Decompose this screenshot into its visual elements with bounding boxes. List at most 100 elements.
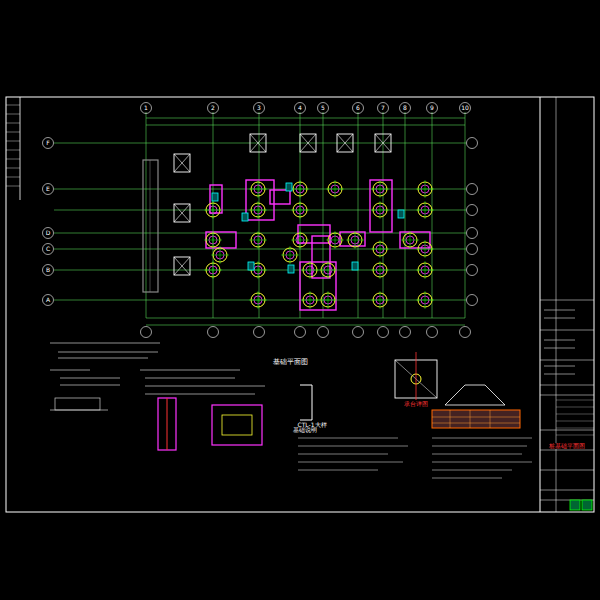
binding-strip-line xyxy=(6,123,20,124)
pile-centerline xyxy=(258,261,259,279)
table-rule xyxy=(470,410,471,428)
note-text-stroke xyxy=(432,462,532,463)
pile-symbol xyxy=(204,201,222,219)
pile-centerline xyxy=(410,231,411,249)
pile-centerline xyxy=(425,201,426,219)
axis-label: B xyxy=(46,267,50,273)
pile-centerline xyxy=(213,261,214,279)
note-text-stroke xyxy=(298,462,403,463)
title-block-line xyxy=(540,385,594,386)
binding-strip-line xyxy=(6,168,20,169)
pile-symbol xyxy=(249,291,267,309)
pile-cap-cross xyxy=(174,204,190,222)
pile-symbol xyxy=(371,291,389,309)
title-block-line xyxy=(540,470,594,471)
pile-symbol xyxy=(291,201,309,219)
note-text-stroke xyxy=(298,470,378,471)
pile-symbol xyxy=(401,231,419,249)
pile-symbol xyxy=(204,231,222,249)
axis-bubble xyxy=(43,184,54,195)
grid-line xyxy=(213,112,214,318)
axis-bubble xyxy=(460,327,471,338)
sheet-frame xyxy=(6,97,594,512)
axis-bubble xyxy=(467,205,478,216)
title-block-line xyxy=(540,395,594,396)
note-text-stroke xyxy=(298,438,398,439)
pile-cap-outline xyxy=(174,204,190,222)
axis-bubble xyxy=(318,103,329,114)
pile-symbol xyxy=(371,240,389,258)
axis-label: 2 xyxy=(211,105,215,111)
dimension-line xyxy=(146,325,465,326)
pile-cap-outline xyxy=(375,134,391,152)
table-rule xyxy=(490,410,491,428)
pile-symbol xyxy=(346,231,364,249)
cap-axis xyxy=(416,352,417,400)
pile-cap-cross xyxy=(375,134,391,152)
pile-centerline xyxy=(380,201,381,219)
axis-bubble xyxy=(318,327,329,338)
title-block-line xyxy=(540,360,594,361)
pile-cap-cross xyxy=(375,134,391,152)
axis-bubble xyxy=(353,103,364,114)
axis-bubble xyxy=(295,103,306,114)
note-text-stroke xyxy=(432,470,512,471)
pile-symbol xyxy=(211,246,229,264)
pile-symbol xyxy=(326,231,344,249)
grid-line xyxy=(259,112,260,318)
table-rule xyxy=(432,417,520,418)
binding-strip-line xyxy=(6,132,20,133)
pile-cap-cross xyxy=(337,134,353,152)
pile-cap xyxy=(337,134,353,152)
title-block-line xyxy=(540,330,594,331)
pile-centerline xyxy=(328,261,329,279)
axis-label: F xyxy=(46,140,49,146)
axis-label: 7 xyxy=(381,105,385,111)
wall-strip-axis xyxy=(150,160,151,292)
pile-centerline xyxy=(380,180,381,198)
section-mark xyxy=(286,183,292,191)
axis-bubble xyxy=(208,103,219,114)
note-text-stroke xyxy=(432,438,532,439)
table-rule xyxy=(432,423,520,424)
title-text-stroke xyxy=(544,366,575,367)
axis-bubble xyxy=(400,327,411,338)
axis-bubble xyxy=(141,103,152,114)
grid-line xyxy=(405,112,406,318)
title-stamp xyxy=(582,500,592,510)
grid-line xyxy=(465,112,466,318)
drawing-label: 基础说明 xyxy=(292,427,318,433)
pile-symbol xyxy=(249,261,267,279)
axis-bubble xyxy=(427,103,438,114)
pile-symbol xyxy=(416,180,434,198)
title-text-stroke xyxy=(544,318,575,319)
wall-joint-inner xyxy=(222,415,252,435)
pile-cap-cross xyxy=(250,134,266,152)
binding-strip-line xyxy=(6,159,20,160)
pile-centerline xyxy=(380,261,381,279)
axis-bubble xyxy=(43,265,54,276)
title-block-row xyxy=(556,400,594,401)
pile-cap xyxy=(375,134,391,152)
title-block-line xyxy=(540,450,594,451)
section-mark xyxy=(212,193,218,201)
binding-strip xyxy=(20,97,21,200)
title-text-stroke xyxy=(544,340,575,341)
note-text-stroke xyxy=(58,352,158,353)
pile-centerline xyxy=(258,201,259,219)
dimension-line xyxy=(146,318,465,319)
pile-centerline xyxy=(380,240,381,258)
note-text-stroke xyxy=(140,370,240,371)
axis-bubble xyxy=(467,244,478,255)
pile-symbol xyxy=(249,231,267,249)
grid-line xyxy=(323,112,324,318)
note-text-stroke xyxy=(432,446,527,447)
pile-centerline xyxy=(310,261,311,279)
grid-line xyxy=(54,300,466,301)
axis-bubble xyxy=(295,327,306,338)
binding-strip-line xyxy=(6,105,20,106)
dimension-line xyxy=(146,125,465,126)
binding-strip-line xyxy=(6,141,20,142)
